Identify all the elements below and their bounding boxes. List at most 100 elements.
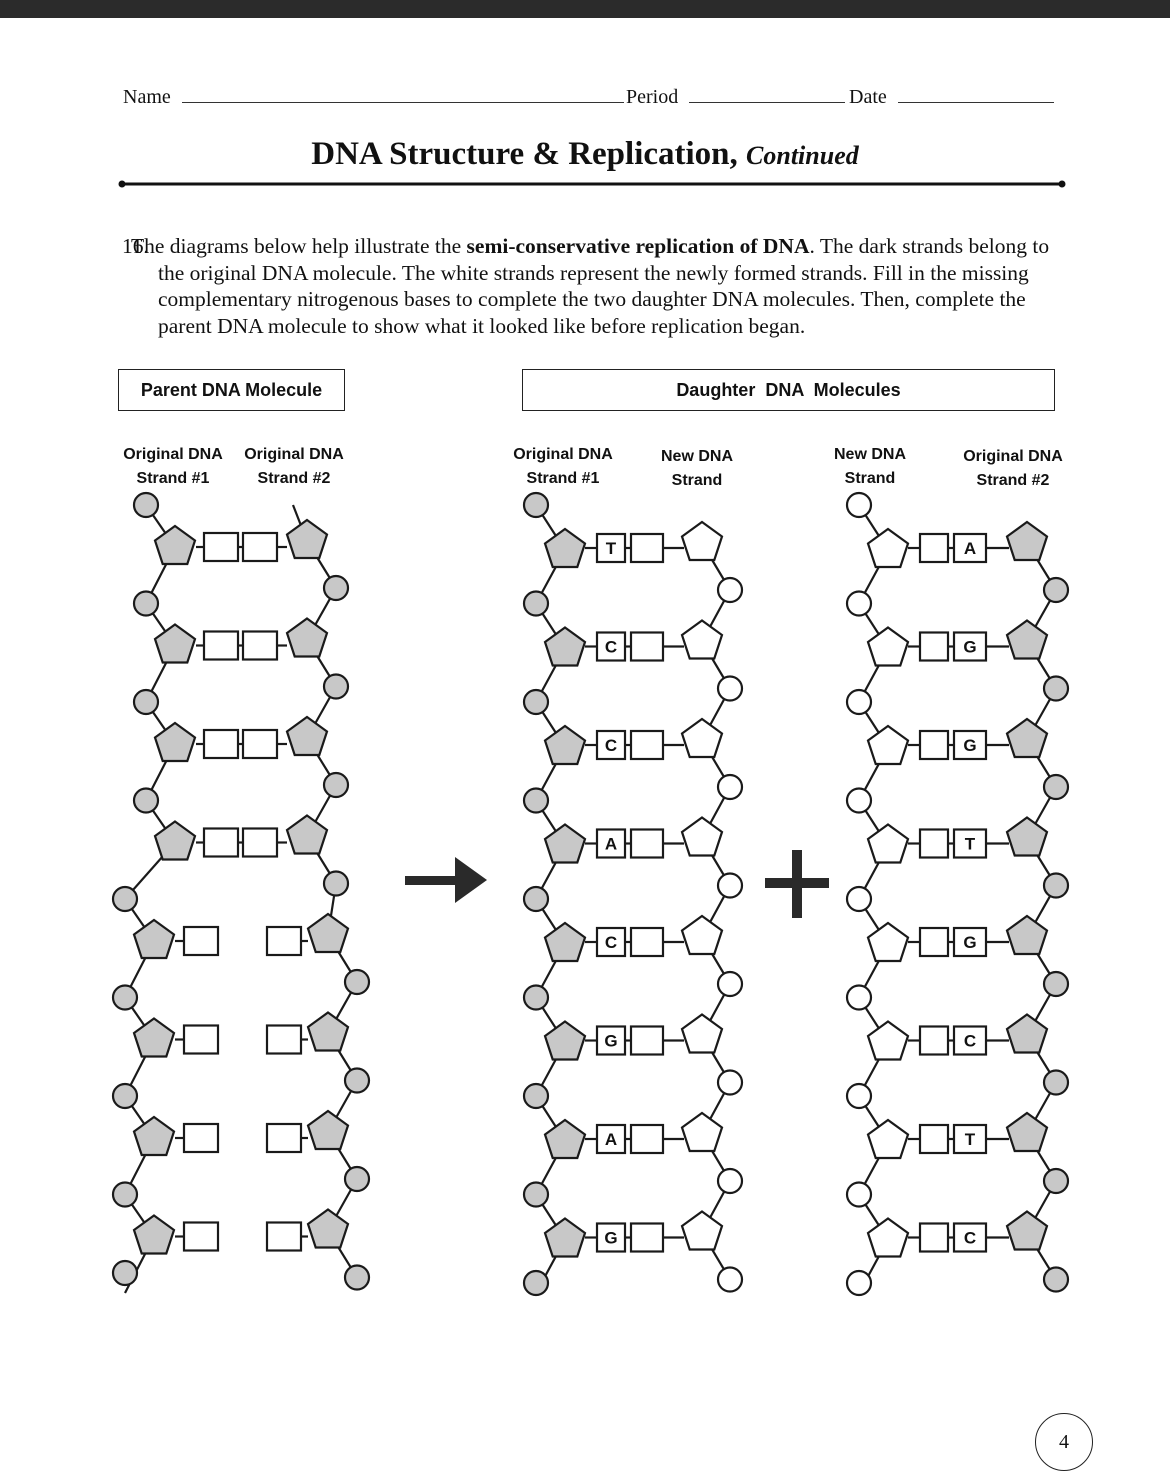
daughter2-base-box-left xyxy=(918,926,950,958)
phosphate-group xyxy=(845,885,873,913)
deoxyribose-sugar xyxy=(1005,520,1049,562)
base-letter: C xyxy=(605,736,617,755)
phosphate-group xyxy=(343,1165,371,1193)
daughter1-base-box-right xyxy=(629,828,665,859)
deoxyribose-sugar xyxy=(1005,1111,1049,1153)
label-line: Original DNA xyxy=(123,446,223,463)
parent-molecule-label: Parent DNA Molecule xyxy=(140,379,323,400)
deoxyribose-sugar xyxy=(1005,816,1049,857)
deoxyribose-sugar xyxy=(680,619,724,660)
deoxyribose-sugar xyxy=(543,921,587,963)
daughter1-base-box-right xyxy=(629,532,665,564)
label-line: Strand #1 xyxy=(526,470,600,487)
base-letter: T xyxy=(965,1130,976,1149)
parent-base-box xyxy=(182,1024,220,1055)
label-line: Strand #2 xyxy=(257,470,331,487)
deoxyribose-sugar xyxy=(680,1111,724,1153)
name-label: Name xyxy=(123,86,171,108)
phosphate-group xyxy=(522,787,550,814)
label-line: New DNA xyxy=(660,448,733,465)
deoxyribose-sugar xyxy=(543,823,587,864)
daughter2-base-box-left xyxy=(918,1025,950,1056)
parent-base-box xyxy=(265,1122,303,1154)
phosphate-group xyxy=(132,787,160,814)
daughter1-base-box-left xyxy=(595,926,627,958)
deoxyribose-sugar xyxy=(543,1118,587,1160)
label-line: Strand #1 xyxy=(136,470,210,487)
parent-base-box xyxy=(202,827,240,858)
phosphate-group xyxy=(343,968,371,996)
daughter1-base-box-right xyxy=(629,1123,665,1155)
phosphate-group xyxy=(522,1269,550,1297)
daughter2-base-box-left xyxy=(918,729,950,761)
deoxyribose-sugar xyxy=(1005,1210,1049,1251)
deoxyribose-sugar xyxy=(680,1013,724,1054)
period-line[interactable] xyxy=(689,86,846,103)
phosphate-group xyxy=(522,984,550,1011)
arrow-icon xyxy=(405,857,487,903)
label-d1-new: New DNA Strand xyxy=(632,445,762,493)
parent-base-box xyxy=(265,925,303,957)
phosphate-group xyxy=(1042,773,1070,801)
phosphate-group xyxy=(716,773,744,801)
phosphate-group xyxy=(716,576,744,604)
name-line[interactable] xyxy=(181,86,624,103)
daughter2-base-box-left xyxy=(918,1222,950,1253)
phosphate-group xyxy=(111,1082,139,1110)
base-letter: C xyxy=(964,1032,976,1051)
phosphate-group xyxy=(1042,970,1070,998)
period-field[interactable]: Period xyxy=(626,86,846,109)
daughter1-base-box-left xyxy=(595,729,627,761)
deoxyribose-sugar xyxy=(543,1020,587,1061)
daughter1-base-box-left xyxy=(595,631,627,662)
deoxyribose-sugar xyxy=(866,1118,910,1160)
phosphate-group xyxy=(522,1082,550,1110)
deoxyribose-sugar xyxy=(306,1011,350,1052)
title-sub: Continued xyxy=(746,141,859,170)
name-field[interactable]: Name xyxy=(123,86,624,109)
daughter2-base-box-left xyxy=(918,1123,950,1155)
base-letter: G xyxy=(963,638,976,657)
phosphate-group xyxy=(343,1067,371,1094)
phosphate-group xyxy=(132,590,160,617)
phosphate-group xyxy=(522,885,550,913)
daughter2-base-box-right xyxy=(952,1222,988,1253)
deoxyribose-sugar xyxy=(866,823,910,864)
phosphate-group xyxy=(845,1181,873,1208)
deoxyribose-sugar xyxy=(132,1115,176,1157)
title-rule-end-right xyxy=(1058,180,1066,188)
daughter2-base-box-right xyxy=(952,631,988,662)
period-label: Period xyxy=(626,86,679,108)
deoxyribose-sugar xyxy=(285,518,329,560)
deoxyribose-sugar xyxy=(153,721,197,763)
title-rule-end-left xyxy=(118,180,126,188)
label-line: Strand xyxy=(671,472,723,489)
deoxyribose-sugar xyxy=(285,617,329,658)
daughter2-base-box-right xyxy=(952,1123,988,1155)
base-letter: T xyxy=(606,539,617,558)
deoxyribose-sugar xyxy=(132,1017,176,1058)
phosphate-group xyxy=(522,688,550,716)
title-main: DNA Structure & Replication, xyxy=(311,136,738,172)
phosphate-group xyxy=(716,675,744,702)
phosphate-group xyxy=(845,1269,873,1297)
parent-base-box xyxy=(202,728,240,760)
deoxyribose-sugar xyxy=(866,1020,910,1061)
date-line[interactable] xyxy=(897,86,1054,103)
deoxyribose-sugar xyxy=(285,715,329,757)
deoxyribose-sugar xyxy=(132,918,176,960)
deoxyribose-sugar xyxy=(306,1109,350,1151)
daughter1-base-box-left xyxy=(595,1222,627,1253)
deoxyribose-sugar xyxy=(543,626,587,667)
parent-base-box xyxy=(182,1122,220,1154)
phosphate-group xyxy=(111,1181,139,1208)
daughter2-base-box-left xyxy=(918,532,950,564)
phosphate-group xyxy=(1042,872,1070,899)
deoxyribose-sugar xyxy=(866,527,910,569)
page-number: 4 xyxy=(1035,1413,1093,1471)
question-text-before: The diagrams below help illustrate the xyxy=(131,234,462,258)
phosphate-group xyxy=(522,491,550,519)
date-field[interactable]: Date xyxy=(849,86,1054,109)
